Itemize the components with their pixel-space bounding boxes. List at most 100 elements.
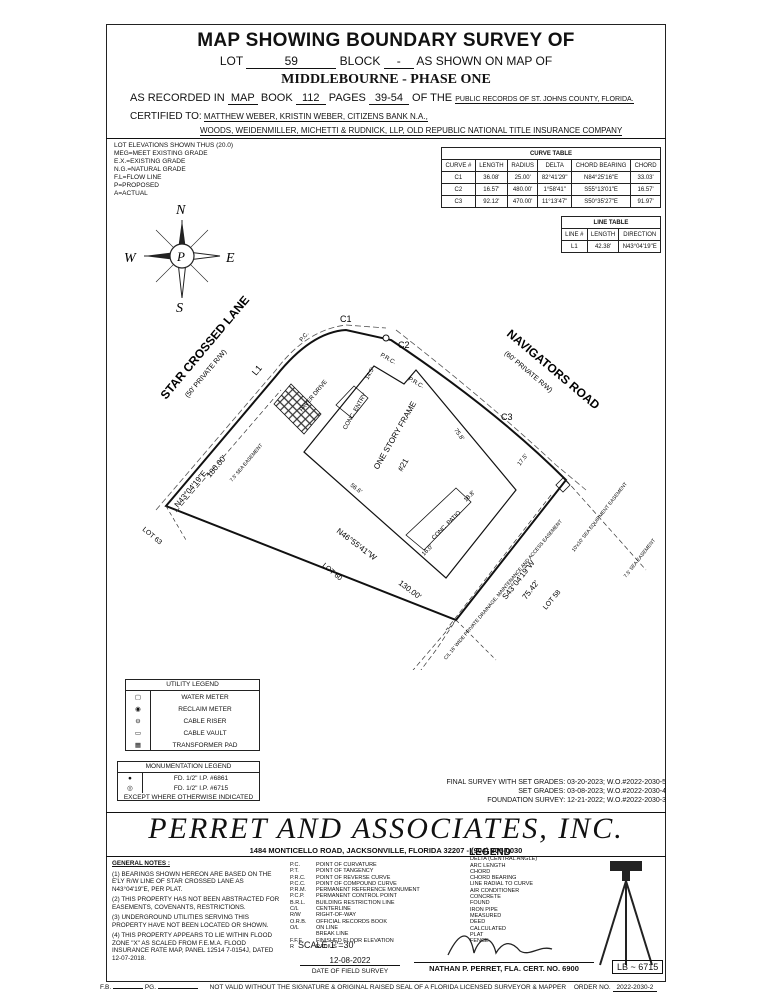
svg-text:N46°55'41"W: N46°55'41"W (335, 526, 379, 562)
table-cell: 470.00' (506, 195, 539, 208)
legend-symbol-icon: ▦ (126, 739, 151, 751)
legend-item: CHORD BEARING (470, 875, 517, 882)
scale: SCALE 1"=30' (298, 940, 356, 950)
lot-boundary (164, 328, 568, 622)
legend-symbol-icon: ● (118, 773, 143, 783)
svg-text:75.8': 75.8' (452, 428, 464, 442)
note-item: (1) BEARINGS SHOWN HEREON ARE BASED ON T… (112, 870, 272, 893)
survey-frame (106, 24, 666, 982)
legend-symbol-icon: ◉ (126, 703, 151, 715)
abbreviation-meaning: POINT OF CURVATURE (316, 862, 377, 868)
svg-text:10'x10' SEA EQUIPMENT EASEMENT: 10'x10' SEA EQUIPMENT EASEMENT (571, 481, 629, 553)
svg-text:E: E (225, 251, 235, 266)
abbreviation-row: O.R.B.OFFICIAL RECORDS BOOK (290, 919, 420, 925)
table-cell: C1 (441, 171, 476, 184)
abbreviation-row: P.C.P.PERMANENT CONTROL POINT (290, 893, 420, 899)
legend-item: CHORD (470, 868, 491, 875)
table-cell: 33.03' (630, 171, 661, 184)
svg-text:75.42': 75.42' (520, 578, 541, 601)
svg-text:W: W (124, 251, 137, 266)
elevation-notes: LOT ELEVATIONS SHOWN THUS (20.0) MEG=MEE… (114, 142, 234, 197)
legend-item: ARC LENGTH (470, 862, 506, 869)
abbreviation-meaning: PERMANENT REFERENCE MONUMENT (316, 887, 420, 894)
legend-symbol-icon: ▭ (126, 727, 151, 739)
note-item: (2) THIS PROPERTY HAS NOT BEEN ABSTRACTE… (112, 896, 280, 911)
legend-row: ◉ RECLAIM METER (126, 703, 259, 715)
legend-item: DEED (470, 919, 486, 926)
legend-row: ◎FD. 1/2" I.P. #6715 (118, 783, 259, 793)
svg-text:CONC. PATIO: CONC. PATIO (431, 510, 462, 541)
svg-text:C1: C1 (340, 314, 352, 324)
conc-patio (405, 487, 472, 551)
svg-text:P.C.: P.C. (299, 331, 311, 343)
monumentation-legend: MONUMENTATION LEGEND ●FD. 1/2" I.P. #686… (117, 761, 260, 801)
legend-row: ● FD. 1/2" I.P. #6861 (118, 773, 259, 783)
paver-drive (273, 383, 322, 435)
abbreviation-meaning: POINT OF COMPOUND CURVE (316, 880, 397, 887)
legend-row: ▭ CABLE VAULT (126, 727, 259, 739)
legend-label: TRANSFORMER PAD (172, 741, 238, 749)
table-cell: N84°25'16"E (570, 171, 632, 184)
table-cell: C3 (441, 195, 476, 208)
abbreviation-code: P.R.C. (290, 874, 306, 881)
table-header: LENGTH (474, 159, 508, 172)
note-item: (4) THIS PROPERTY APPEARS TO LIE WITHIN … (112, 932, 274, 962)
surveyor-name: NATHAN P. PERRET, FLA. CERT. NO. 6900 (414, 962, 594, 973)
svg-text:7.5' SEA EASEMENT: 7.5' SEA EASEMENT (623, 538, 657, 579)
legend-symbol-icon: ◎ (118, 783, 143, 793)
survey-map: P N E S W STAR CROSSED LANE (50' PRIVATE… (124, 203, 657, 670)
legend-label: CABLE RISER (183, 717, 227, 725)
field-date-label: DATE OF FIELD SURVEY (311, 968, 389, 975)
svg-text:C2: C2 (398, 340, 410, 350)
general-notes: GENERAL NOTES : (1) BEARINGS SHOWN HEREO… (112, 860, 282, 965)
legend-label: CABLE VAULT (183, 729, 227, 737)
abbreviation-meaning: BUILDING RESTRICTION LINE (316, 899, 395, 906)
svg-text:C/L 16' WIDE PRIVATE DRAINAGE,: C/L 16' WIDE PRIVATE DRAINAGE, MAINTENAN… (443, 519, 564, 661)
abbreviation-code: B.R.L. (290, 899, 306, 906)
note-item: (3) UNDERGROUND UTILITIES SERVING THIS P… (112, 914, 269, 929)
table-cell: 11°13'47" (537, 195, 572, 208)
svg-text:ONE STORY FRAME: ONE STORY FRAME (372, 400, 418, 471)
abbreviation-row: B.R.L. BUILDING RESTRICTION LINE (290, 900, 420, 906)
abbreviation-code: P.R.M. (290, 887, 307, 894)
table-header: CHORD (630, 159, 661, 172)
abbreviation-row: P.R.M. PERMANENT REFERENCE MONUMENT (290, 887, 420, 893)
legend-label: FD. 1/2" I.P. #6861 (173, 774, 229, 782)
legend-item: CALCULATED (470, 925, 506, 932)
compass-logo: P (176, 249, 185, 264)
header-divider (106, 138, 666, 139)
legend-item: FENCE (470, 938, 489, 945)
svg-text:14.5': 14.5' (365, 367, 377, 381)
legend-symbol-icon: ▢ (126, 691, 151, 703)
abbreviation-code: P.C. (290, 862, 300, 868)
legend-label: RECLAIM METER (178, 705, 232, 713)
abbreviation-code: P.C.C. (290, 880, 306, 887)
legend-label: WATER METER (181, 693, 229, 701)
svg-text:CONC. ENTRY: CONC. ENTRY (343, 392, 369, 431)
abbreviation-code: O.R.B. (290, 918, 307, 925)
table-header: CURVE # (441, 159, 476, 172)
table-cell: L1 (561, 240, 588, 253)
legend-item: MEASURED (470, 912, 502, 919)
svg-text:17.5': 17.5' (517, 453, 530, 467)
svg-text:LOT 63: LOT 63 (141, 526, 163, 546)
legend-symbol-icon: ⊖ (126, 715, 151, 727)
abbreviation-meaning: ON LINE (316, 924, 339, 931)
equipment-box (555, 477, 571, 493)
legend-item: CONCRETE (470, 894, 501, 901)
svg-text:7.5' SEA EASEMENT: 7.5' SEA EASEMENT (229, 443, 264, 484)
table-cell: 16.57' (630, 183, 661, 196)
table-cell: 25.00' (506, 171, 539, 184)
table-header: RADIUS (506, 159, 539, 172)
page-title: MAP SHOWING BOUNDARY SURVEY OF (197, 30, 575, 51)
svg-text:N: N (175, 203, 186, 218)
